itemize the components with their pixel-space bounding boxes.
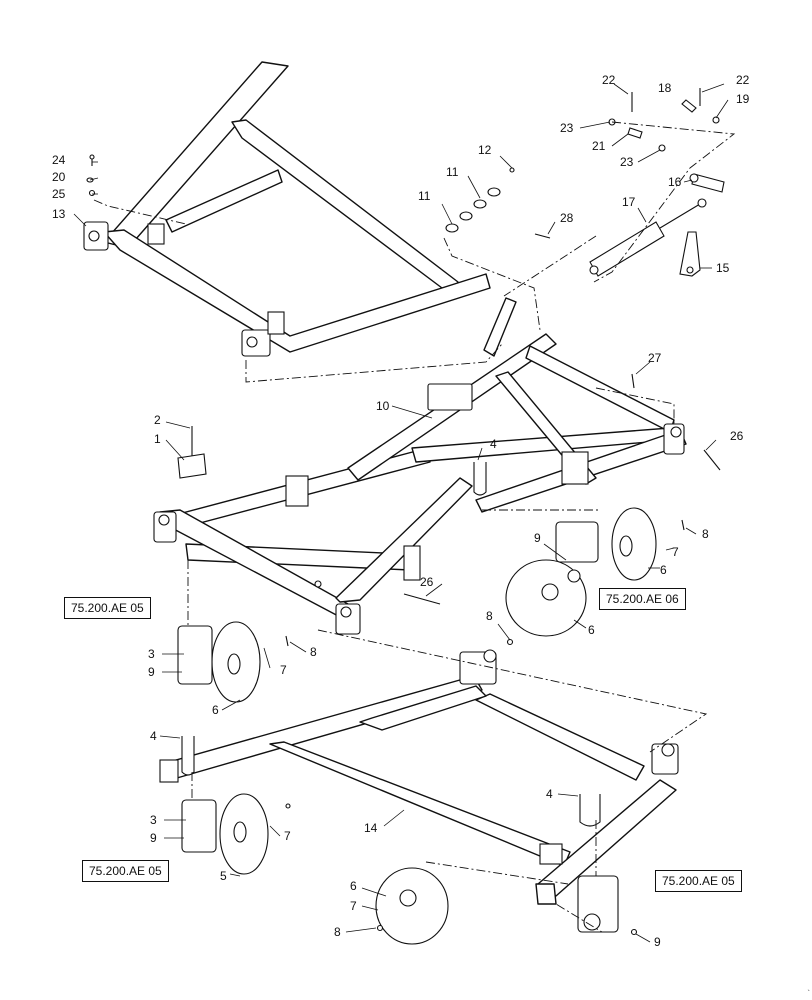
rear-frame-cross bbox=[359, 685, 487, 731]
callout-26a: 26 bbox=[730, 429, 744, 443]
callout-16: 16 bbox=[668, 175, 682, 189]
u-bolt-rear-right bbox=[579, 794, 601, 827]
rear-frame-end bbox=[535, 883, 557, 905]
callout-12: 12 bbox=[478, 143, 492, 157]
callout-6b: 6 bbox=[588, 623, 595, 637]
callout-9d: 9 bbox=[654, 935, 661, 949]
front-hitch-frame bbox=[83, 61, 491, 357]
callout-6c: 6 bbox=[212, 703, 219, 717]
rear-frame bbox=[159, 649, 679, 905]
callout-8c: 8 bbox=[310, 645, 317, 659]
callout-13: 13 bbox=[52, 207, 66, 221]
tongue-mount bbox=[483, 297, 517, 357]
hitch-crossbar bbox=[103, 229, 491, 353]
callout-23b: 23 bbox=[620, 155, 634, 169]
hub-center bbox=[567, 569, 581, 583]
callout-labels: 24 20 25 13 12 11 11 28 17 15 16 22 18 2… bbox=[52, 73, 750, 949]
rear-frame-left-end bbox=[159, 759, 179, 783]
hitch-hardware bbox=[73, 154, 99, 227]
callout-23a: 23 bbox=[560, 121, 574, 135]
u-bolt bbox=[473, 462, 487, 496]
callout-7c: 7 bbox=[284, 829, 291, 843]
main-frame-rear-rail bbox=[335, 477, 473, 603]
callout-5: 5 bbox=[220, 869, 227, 883]
callout-3b: 3 bbox=[150, 813, 157, 827]
callout-22b: 22 bbox=[736, 73, 750, 87]
spacer-stack bbox=[441, 155, 515, 233]
callout-11b: 11 bbox=[418, 189, 431, 203]
callout-24: 24 bbox=[52, 153, 66, 167]
callout-4a: 4 bbox=[490, 437, 497, 451]
callout-1: 1 bbox=[154, 432, 161, 446]
callout-4b: 4 bbox=[150, 729, 157, 743]
ref-box-75-200-ae-05-lower-right[interactable]: 75.200.AE 05 bbox=[655, 870, 742, 892]
callout-7b: 7 bbox=[280, 663, 287, 677]
callout-14: 14 bbox=[364, 821, 378, 835]
disc-blades bbox=[162, 507, 697, 945]
hitch-arm-right bbox=[231, 119, 459, 295]
callout-21: 21 bbox=[592, 139, 606, 153]
hitch-pin-hole bbox=[88, 230, 100, 242]
callout-8d: 8 bbox=[334, 925, 341, 939]
disc-blade-upper-right bbox=[611, 507, 657, 581]
frame-bracket-b bbox=[561, 451, 589, 485]
hydraulic-cylinder bbox=[589, 221, 665, 277]
callout-25: 25 bbox=[52, 187, 66, 201]
callout-7d: 7 bbox=[350, 899, 357, 913]
callout-9a: 9 bbox=[534, 531, 541, 545]
callout-26b: 26 bbox=[420, 575, 434, 589]
link-plate bbox=[679, 231, 701, 277]
reference-lines bbox=[93, 121, 736, 933]
callout-6a: 6 bbox=[660, 563, 667, 577]
callout-4c: 4 bbox=[546, 787, 553, 801]
callout-28: 28 bbox=[560, 211, 574, 225]
callout-11a: 11 bbox=[446, 165, 459, 179]
callout-9b: 9 bbox=[148, 665, 155, 679]
hitch-brace bbox=[165, 169, 283, 233]
rear-frame-diagonal bbox=[269, 741, 571, 867]
corner-mark: ` bbox=[807, 989, 810, 998]
hitch-pin-hole-rear bbox=[246, 336, 258, 348]
disc-blade-lower bbox=[375, 867, 449, 945]
bearing-hub-upper-right bbox=[555, 521, 599, 563]
callout-17: 17 bbox=[622, 195, 636, 209]
center-mount-plate bbox=[427, 383, 473, 411]
callout-20: 20 bbox=[52, 170, 66, 184]
callout-7a: 7 bbox=[672, 545, 679, 559]
callout-10: 10 bbox=[376, 399, 390, 413]
callout-6d: 6 bbox=[350, 879, 357, 893]
rear-frame-right-brace bbox=[475, 693, 645, 781]
hitch-mount-plate bbox=[267, 311, 285, 335]
frame-bracket-a bbox=[285, 475, 309, 507]
callout-3a: 3 bbox=[148, 647, 155, 661]
callout-8a: 8 bbox=[702, 527, 709, 541]
frame-post bbox=[403, 545, 421, 581]
callout-9c: 9 bbox=[150, 831, 157, 845]
rear-frame-bracket bbox=[539, 843, 563, 865]
ref-box-75-200-ae-06[interactable]: 75.200.AE 06 bbox=[599, 588, 686, 610]
callout-19: 19 bbox=[736, 92, 750, 106]
callout-18: 18 bbox=[658, 81, 672, 95]
ref-box-75-200-ae-05-lower-left[interactable]: 75.200.AE 05 bbox=[82, 860, 169, 882]
callout-27: 27 bbox=[648, 351, 662, 365]
callout-8b: 8 bbox=[486, 609, 493, 623]
hitch-bracket bbox=[147, 223, 165, 245]
bearing-hub-left-lower bbox=[181, 799, 217, 853]
mount-bracket bbox=[177, 453, 207, 479]
callout-22a: 22 bbox=[602, 73, 616, 87]
callout-15: 15 bbox=[716, 261, 730, 275]
hydraulic-cylinder-assembly bbox=[534, 83, 729, 277]
main-frame bbox=[153, 297, 721, 635]
u-bolt-rear-left bbox=[181, 736, 195, 776]
callout-2: 2 bbox=[154, 413, 161, 427]
bearing-hub-left-upper bbox=[177, 625, 213, 685]
ref-box-75-200-ae-05-upper[interactable]: 75.200.AE 05 bbox=[64, 597, 151, 619]
